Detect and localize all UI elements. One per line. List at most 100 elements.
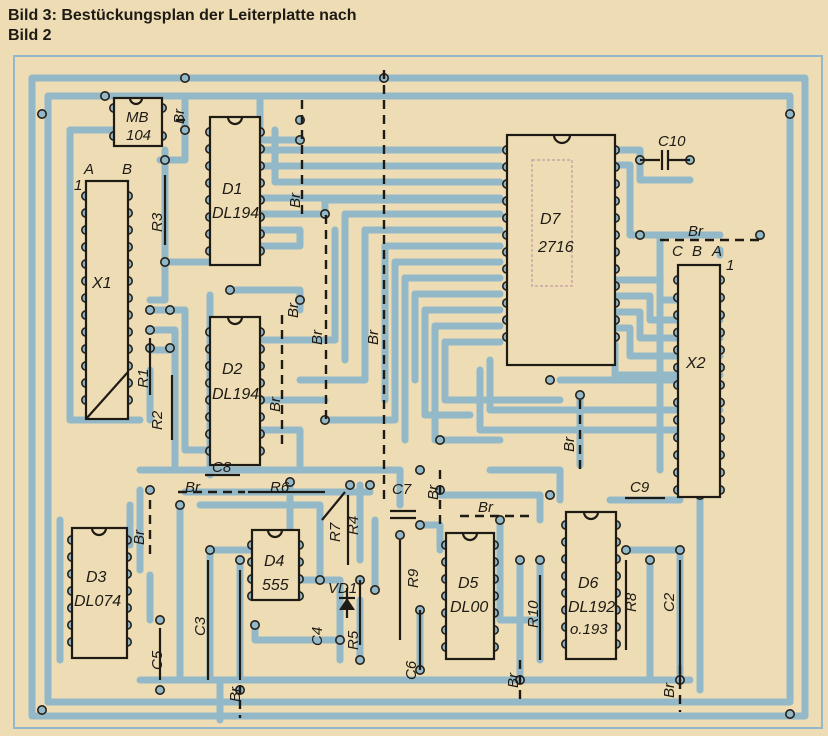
x1-pin-b-label: B [122, 161, 132, 178]
via-pad [284, 476, 295, 487]
r7-label: R7 [327, 522, 344, 542]
via-pad [364, 479, 375, 490]
via-pad [674, 544, 685, 555]
via-pad [754, 230, 765, 241]
d7-body [505, 133, 617, 367]
via-pad [235, 554, 246, 565]
mb-label-line1: MB [126, 109, 149, 126]
r3-label: R3 [149, 212, 166, 232]
via-pad [354, 654, 365, 665]
d1-notch [226, 116, 244, 126]
via-pad [344, 479, 355, 490]
d7-sticker [531, 159, 573, 287]
c8-label: C8 [212, 459, 232, 476]
vd1-label: VD1 [328, 580, 357, 597]
mb-label-line2: 104 [126, 127, 151, 144]
via-pad [100, 91, 111, 102]
via-pad [334, 634, 345, 645]
via-pad [414, 519, 425, 530]
via-pad [36, 704, 47, 715]
via-pad [145, 324, 156, 335]
x2-pin-c-label: C [672, 243, 683, 260]
r5-label: R5 [345, 630, 362, 650]
board-outline [13, 55, 823, 729]
via-pad [644, 554, 655, 565]
c2-label: C2 [661, 592, 678, 612]
via-pad [620, 544, 631, 555]
via-pad [180, 125, 191, 136]
d6-part-label: DL192 [568, 599, 615, 616]
via-pad [175, 499, 186, 510]
via-pad [784, 109, 795, 120]
d5-body [444, 531, 496, 661]
c10-capacitor [640, 150, 690, 170]
r1-label: R1 [135, 369, 152, 388]
bridge-label-x2: Br [688, 223, 704, 240]
bridge-label-bottom-right: Br [661, 682, 678, 698]
bridge-label-mb: Br [171, 108, 188, 124]
x2-body [676, 263, 722, 499]
via-pad [294, 294, 305, 305]
d6-notch [582, 511, 600, 521]
x1-body [84, 179, 130, 421]
via-pad [250, 619, 261, 630]
r6-label: R6 [270, 479, 290, 496]
r8-label: R8 [623, 592, 640, 612]
via-pad [165, 342, 176, 353]
via-pad [155, 684, 166, 695]
d2-part-label: DL194 [212, 386, 259, 403]
via-pad [434, 434, 445, 445]
d2-body [208, 315, 262, 467]
r9-label: R9 [405, 568, 422, 588]
d2-notch [226, 316, 244, 326]
via-pad [394, 529, 405, 540]
bridge-label-d6: Br [561, 436, 578, 452]
d3-part-label: DL074 [74, 593, 121, 610]
via-pad [165, 304, 176, 315]
via-pad [544, 489, 555, 500]
r4-label: R4 [345, 516, 362, 535]
x2-pin-b-label: B [692, 243, 702, 260]
x2-pin-1-label: 1 [726, 257, 734, 274]
component-bodies [70, 96, 722, 661]
via-pad [414, 464, 425, 475]
discrete-components [148, 150, 690, 680]
via-pad [36, 109, 47, 120]
d4-ref-label: D4 [264, 553, 285, 570]
via-pad [784, 708, 795, 719]
bridge-label-d3: Br [131, 529, 148, 545]
d7-part-label: 2716 [537, 239, 574, 256]
via-pad [494, 514, 505, 525]
x1-pin-1-label: 1 [74, 177, 82, 194]
c6-label: C6 [403, 660, 420, 680]
bridge-label-d1-c: Br [309, 329, 326, 345]
bridge-label-bottom-mid: Br [505, 672, 522, 688]
via-pad [369, 584, 380, 595]
d5-notch [461, 532, 479, 542]
mb104-body [112, 96, 164, 148]
via-pad [205, 544, 216, 555]
bridge-label-c7: Br [425, 484, 442, 500]
c7-label: C7 [392, 481, 412, 498]
x1-marking [85, 371, 129, 420]
via-pad [514, 554, 525, 565]
c7-capacitor [390, 509, 416, 520]
bridge-label-bottom-left: Br [227, 686, 244, 702]
d7-ref-label: D7 [540, 211, 562, 228]
d2-ref-label: D2 [222, 361, 243, 378]
d4-part-label: 555 [262, 577, 289, 594]
via-pad [160, 155, 171, 166]
via-pad [180, 73, 191, 84]
bridge-label-d2: Br [267, 396, 284, 412]
d6-body [564, 510, 618, 661]
mb-notch [128, 97, 144, 106]
x1-label: X1 [91, 275, 112, 292]
bridge-label-center: Br [365, 329, 382, 345]
x2-label: X2 [685, 355, 706, 372]
d4-notch [266, 529, 284, 539]
via-pad [145, 304, 156, 315]
component-labels: MB 104 A B 1 X1 D1 DL194 D2 DL194 D7 271… [74, 108, 734, 702]
c3-label: C3 [192, 616, 209, 636]
bridge-label-d1-a: Br [287, 192, 304, 208]
